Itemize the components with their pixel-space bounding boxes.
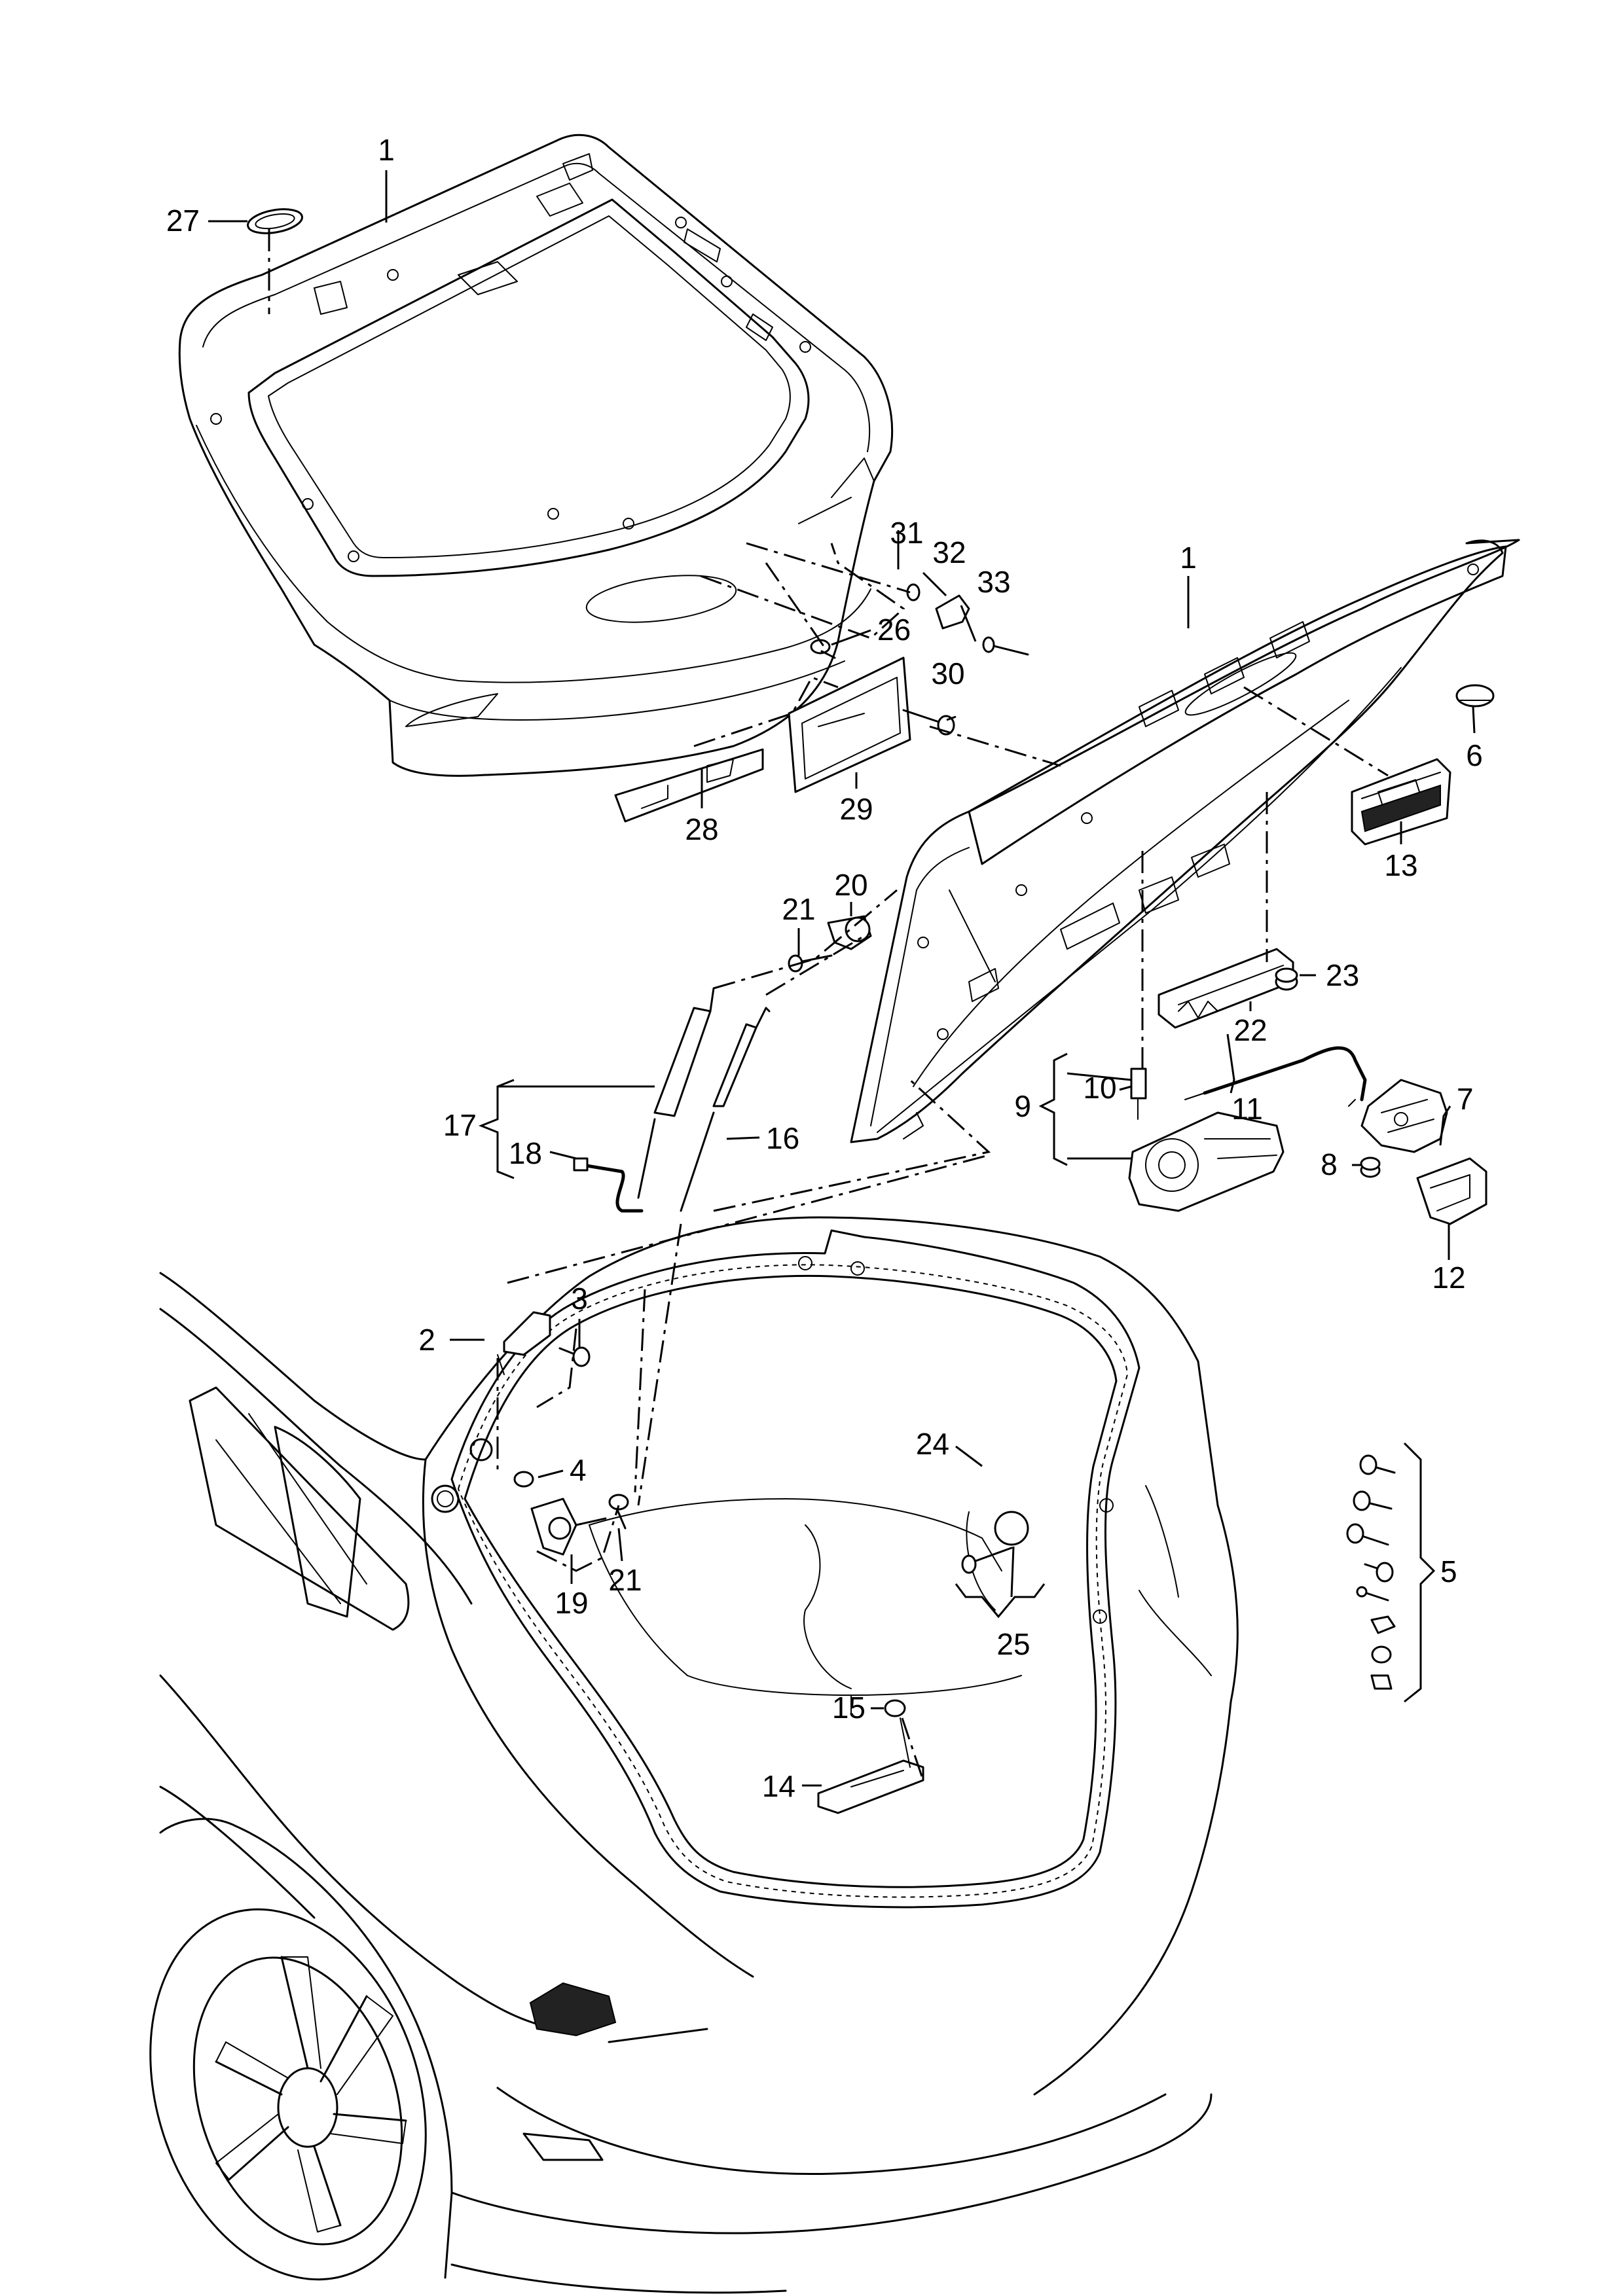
gas-strut-16 — [680, 1007, 771, 1212]
callout-32: 32 — [932, 535, 966, 569]
nut-4 — [513, 1471, 534, 1488]
nut-23 — [1275, 967, 1298, 991]
pin-33 — [982, 636, 1029, 656]
nut-15 — [884, 1699, 911, 1768]
parts — [247, 208, 1495, 1814]
plate-bracket-29 — [788, 656, 911, 793]
fastener-kit-5 — [1346, 1454, 1396, 1690]
callout-28: 28 — [685, 812, 718, 846]
bolt-26 — [810, 639, 836, 659]
callout-29: 29 — [839, 792, 873, 826]
callout-15: 15 — [832, 1691, 866, 1725]
vehicle-body — [149, 1216, 1239, 2294]
callout-26: 26 — [877, 613, 911, 647]
tailgate-interior — [850, 539, 1520, 1143]
connector-10 — [1130, 1067, 1147, 1120]
callout-22: 22 — [1233, 1013, 1267, 1047]
ball-stud-25 — [961, 1511, 1029, 1574]
callout-12: 12 — [1432, 1261, 1465, 1295]
callout-8: 8 — [1321, 1147, 1338, 1181]
callout-4: 4 — [570, 1453, 587, 1487]
callout-2: 2 — [418, 1323, 435, 1357]
callout-10: 10 — [1083, 1071, 1116, 1105]
lock-7 — [1360, 1079, 1448, 1153]
striker-14 — [817, 1759, 924, 1814]
wire-18 — [573, 1157, 644, 1213]
callout-25: 25 — [996, 1627, 1030, 1661]
callout-9: 9 — [1014, 1089, 1031, 1123]
callout-7: 7 — [1457, 1082, 1474, 1116]
bolt-3 — [558, 1346, 591, 1367]
callout-19: 19 — [555, 1586, 588, 1620]
bracket-22 — [1158, 948, 1294, 1029]
ball-stud-20 — [827, 915, 872, 950]
plate-28 — [614, 748, 764, 823]
callout-5: 5 — [1440, 1554, 1457, 1588]
callout-30: 30 — [931, 656, 964, 691]
plug-6 — [1455, 684, 1495, 708]
tailgate-exterior — [178, 134, 894, 777]
callout-18: 18 — [509, 1136, 542, 1170]
callout-14: 14 — [762, 1769, 795, 1803]
switch-13 — [1351, 758, 1451, 846]
callout-24: 24 — [916, 1427, 949, 1461]
assembly-lines — [268, 229, 1389, 1781]
gas-strut-17 — [637, 987, 715, 1199]
callout-6: 6 — [1466, 738, 1483, 772]
callout-21-top: 21 — [782, 892, 815, 926]
callout-1-right: 1 — [1180, 541, 1197, 575]
callout-20: 20 — [834, 868, 867, 902]
hinge-2 — [497, 1311, 551, 1375]
grommet-27 — [247, 208, 303, 234]
callout-17: 17 — [443, 1108, 477, 1142]
callout-1-top: 1 — [378, 133, 395, 167]
callout-3: 3 — [571, 1282, 588, 1316]
motor-9 — [1128, 1111, 1285, 1212]
callout-31: 31 — [890, 516, 923, 550]
cover-12 — [1416, 1157, 1487, 1225]
callout-21-bottom: 21 — [608, 1563, 642, 1597]
callout-13: 13 — [1384, 848, 1417, 882]
bolt-8 — [1360, 1157, 1381, 1178]
callout-27: 27 — [166, 204, 200, 238]
bracket-19 — [530, 1498, 607, 1556]
callout-labels: 1 1 2 3 4 5 6 7 8 9 10 11 12 13 14 15 16… — [166, 133, 1483, 1803]
leader-lines — [208, 170, 1476, 1787]
callout-33: 33 — [977, 565, 1010, 599]
callout-23: 23 — [1326, 958, 1359, 992]
callout-11: 11 — [1231, 1092, 1263, 1126]
callout-16: 16 — [766, 1121, 799, 1155]
cable-11 — [1184, 1046, 1367, 1107]
